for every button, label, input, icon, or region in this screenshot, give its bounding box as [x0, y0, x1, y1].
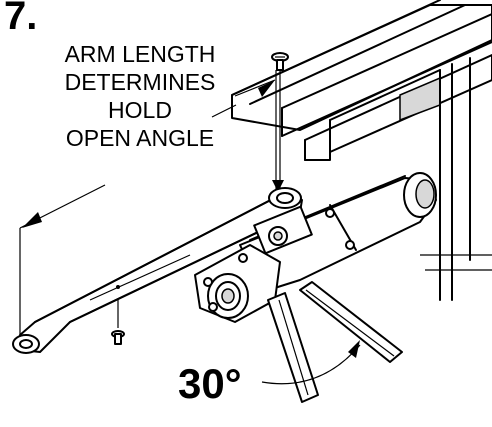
- door-frame-header: [231, 0, 492, 161]
- pinion-bracket: [194, 208, 355, 323]
- door-jamb: [420, 57, 492, 301]
- step-number: 7.: [4, 0, 38, 38]
- caption: ARM LENGTH DETERMINES HOLD OPEN ANGLE: [30, 40, 250, 152]
- mounting-screw-top: [271, 52, 289, 192]
- caption-line: OPEN ANGLE: [65, 125, 215, 151]
- arm-length-dimension: [19, 79, 276, 335]
- wrench: [267, 281, 403, 403]
- closer-cylinder: [239, 172, 437, 293]
- mounting-screw-arm: [111, 300, 125, 345]
- caption-line: HOLD: [108, 97, 172, 123]
- closer-arm: [12, 187, 303, 354]
- caption-line: ARM LENGTH: [64, 41, 216, 67]
- caption-line: DETERMINES: [64, 69, 216, 95]
- angle-arc: [261, 340, 361, 385]
- angle-label: 30°: [178, 360, 242, 407]
